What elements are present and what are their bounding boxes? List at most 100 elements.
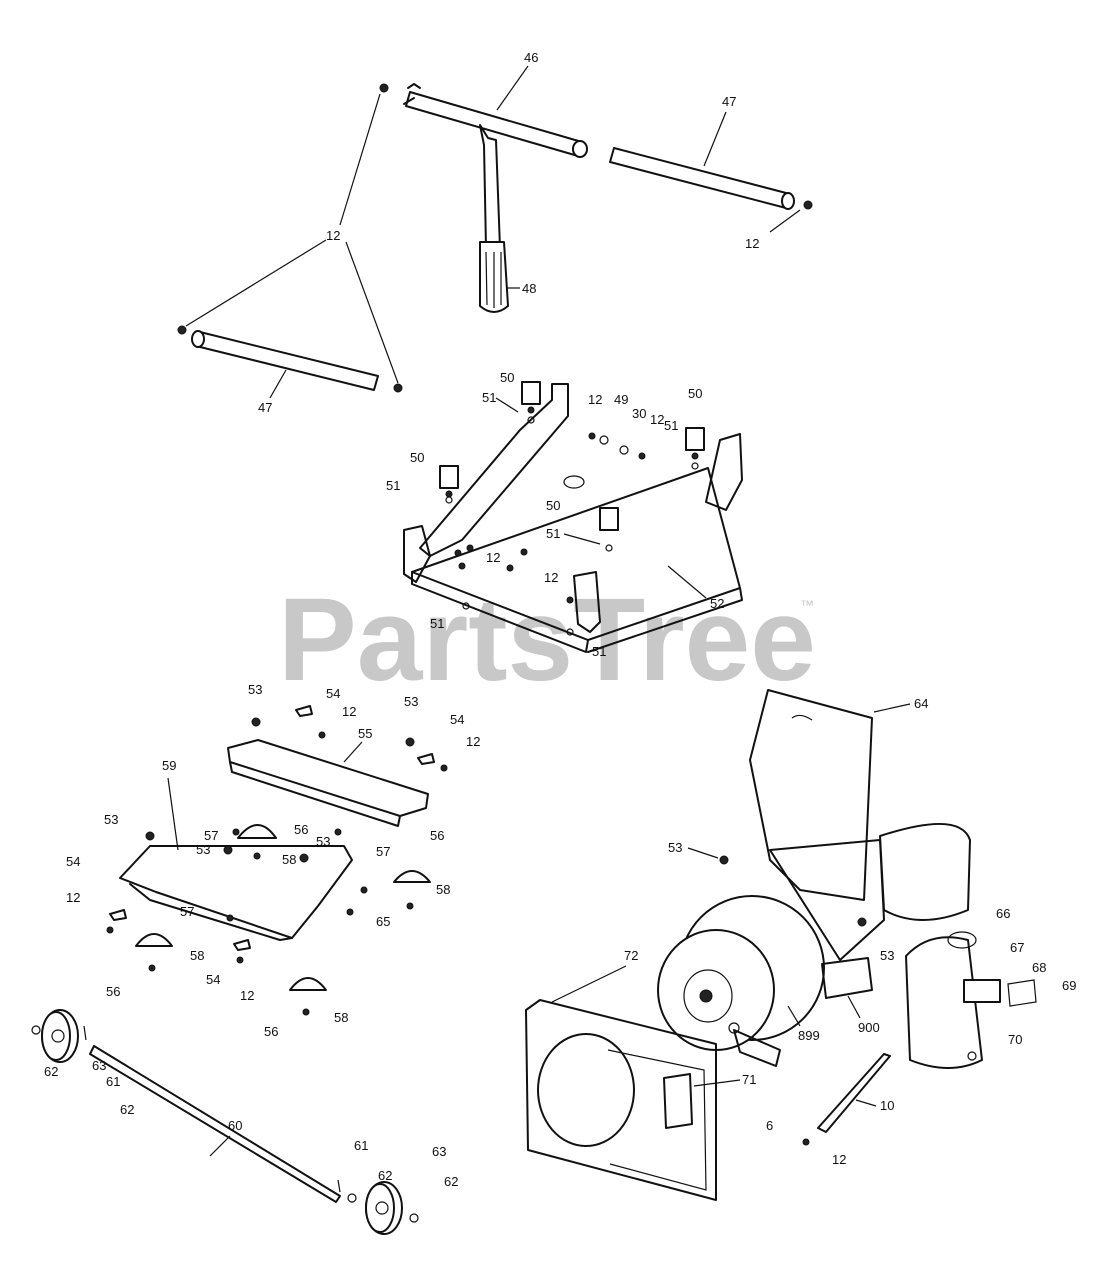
callout-12[interactable]: 12 bbox=[745, 236, 759, 251]
callout-12[interactable]: 12 bbox=[66, 890, 80, 905]
screw-icon[interactable] bbox=[393, 383, 403, 393]
callout-51[interactable]: 51 bbox=[430, 616, 444, 631]
isolator-icon[interactable] bbox=[393, 870, 431, 910]
callout-12[interactable]: 12 bbox=[486, 550, 500, 565]
callout-50[interactable]: 50 bbox=[410, 450, 424, 465]
callout-61[interactable]: 61 bbox=[354, 1138, 368, 1153]
callout-51[interactable]: 51 bbox=[386, 478, 400, 493]
callout-54[interactable]: 54 bbox=[66, 854, 80, 869]
rubber-foot-icon[interactable] bbox=[685, 427, 705, 460]
rubber-foot-icon[interactable] bbox=[599, 507, 619, 531]
callout-12[interactable]: 12 bbox=[832, 1152, 846, 1167]
rod-10[interactable] bbox=[817, 1053, 891, 1133]
handle-t-bar[interactable] bbox=[403, 83, 588, 249]
heat-shield[interactable] bbox=[749, 689, 873, 901]
mount-bracket-900[interactable] bbox=[821, 957, 873, 999]
control-box-71[interactable] bbox=[663, 1073, 693, 1129]
callout-62[interactable]: 62 bbox=[378, 1168, 392, 1183]
clip-icon[interactable] bbox=[233, 939, 251, 951]
mounting-rail-upper[interactable] bbox=[227, 739, 429, 827]
handle-tube-left[interactable] bbox=[191, 330, 379, 391]
callout-53[interactable]: 53 bbox=[404, 694, 418, 709]
isolator-icon[interactable] bbox=[289, 977, 327, 1016]
callout-50[interactable]: 50 bbox=[500, 370, 514, 385]
callout-57[interactable]: 57 bbox=[180, 904, 194, 919]
callout-54[interactable]: 54 bbox=[326, 686, 340, 701]
screw-icon[interactable] bbox=[177, 325, 187, 335]
callout-53[interactable]: 53 bbox=[668, 840, 682, 855]
callout-58[interactable]: 58 bbox=[334, 1010, 348, 1025]
callout-57[interactable]: 57 bbox=[204, 828, 218, 843]
callout-12[interactable]: 12 bbox=[588, 392, 602, 407]
callout-69[interactable]: 69 bbox=[1062, 978, 1076, 993]
callout-12[interactable]: 12 bbox=[326, 228, 340, 243]
callout-62[interactable]: 62 bbox=[120, 1102, 134, 1117]
handle-grip[interactable] bbox=[479, 241, 509, 313]
callout-58[interactable]: 58 bbox=[282, 852, 296, 867]
clip-icon[interactable] bbox=[417, 753, 435, 765]
wheel-left[interactable] bbox=[41, 1009, 79, 1063]
engine-block[interactable] bbox=[769, 822, 971, 961]
clip-icon[interactable] bbox=[295, 705, 313, 717]
callout-59[interactable]: 59 bbox=[162, 758, 176, 773]
callout-67[interactable]: 67 bbox=[1010, 940, 1024, 955]
callout-900[interactable]: 900 bbox=[858, 1020, 880, 1035]
callout-56[interactable]: 56 bbox=[106, 984, 120, 999]
callout-30[interactable]: 30 bbox=[632, 406, 646, 421]
callout-54[interactable]: 54 bbox=[450, 712, 464, 727]
callout-62[interactable]: 62 bbox=[444, 1174, 458, 1189]
callout-46[interactable]: 46 bbox=[524, 50, 538, 65]
callout-61[interactable]: 61 bbox=[106, 1074, 120, 1089]
rear-panel[interactable] bbox=[525, 999, 717, 1201]
callout-63[interactable]: 63 bbox=[92, 1058, 106, 1073]
wheel-right[interactable] bbox=[365, 1181, 403, 1235]
callout-53[interactable]: 53 bbox=[248, 682, 262, 697]
alternator-housing[interactable] bbox=[657, 895, 825, 1067]
callout-63[interactable]: 63 bbox=[432, 1144, 446, 1159]
clip-icon[interactable] bbox=[109, 909, 127, 921]
callout-58[interactable]: 58 bbox=[436, 882, 450, 897]
callout-53[interactable]: 53 bbox=[104, 812, 118, 827]
callout-51[interactable]: 51 bbox=[546, 526, 560, 541]
callout-50[interactable]: 50 bbox=[688, 386, 702, 401]
callout-51[interactable]: 51 bbox=[482, 390, 496, 405]
muffler-guard[interactable] bbox=[905, 931, 983, 1069]
washer-icon[interactable] bbox=[599, 435, 609, 445]
callout-47[interactable]: 47 bbox=[722, 94, 736, 109]
callout-71[interactable]: 71 bbox=[742, 1072, 756, 1087]
callout-12[interactable]: 12 bbox=[342, 704, 356, 719]
callout-57[interactable]: 57 bbox=[376, 844, 390, 859]
callout-62[interactable]: 62 bbox=[44, 1064, 58, 1079]
callout-70[interactable]: 70 bbox=[1008, 1032, 1022, 1047]
callout-12[interactable]: 12 bbox=[544, 570, 558, 585]
callout-899[interactable]: 899 bbox=[798, 1028, 820, 1043]
callout-50[interactable]: 50 bbox=[546, 498, 560, 513]
callout-72[interactable]: 72 bbox=[624, 948, 638, 963]
exhaust-tip[interactable] bbox=[963, 979, 1037, 1007]
callout-56[interactable]: 56 bbox=[430, 828, 444, 843]
nut-icon[interactable] bbox=[619, 445, 629, 455]
callout-49[interactable]: 49 bbox=[614, 392, 628, 407]
handle-tube-right[interactable] bbox=[609, 147, 795, 210]
callout-55[interactable]: 55 bbox=[358, 726, 372, 741]
axle[interactable] bbox=[89, 1045, 341, 1203]
callout-56[interactable]: 56 bbox=[294, 822, 308, 837]
rubber-foot-icon[interactable] bbox=[439, 465, 459, 498]
callout-60[interactable]: 60 bbox=[228, 1118, 242, 1133]
isolator-icon[interactable] bbox=[237, 824, 277, 860]
callout-66[interactable]: 66 bbox=[996, 906, 1010, 921]
callout-51[interactable]: 51 bbox=[664, 418, 678, 433]
callout-65[interactable]: 65 bbox=[376, 914, 390, 929]
callout-53[interactable]: 53 bbox=[880, 948, 894, 963]
callout-52[interactable]: 52 bbox=[710, 596, 724, 611]
callout-51[interactable]: 51 bbox=[592, 644, 606, 659]
rubber-foot-icon[interactable] bbox=[521, 381, 541, 414]
mounting-rail-lower[interactable] bbox=[119, 845, 353, 941]
callout-56[interactable]: 56 bbox=[264, 1024, 278, 1039]
callout-53[interactable]: 53 bbox=[316, 834, 330, 849]
callout-12[interactable]: 12 bbox=[650, 412, 664, 427]
callout-10[interactable]: 10 bbox=[880, 1098, 894, 1113]
callout-48[interactable]: 48 bbox=[522, 281, 536, 296]
callout-58[interactable]: 58 bbox=[190, 948, 204, 963]
callout-47[interactable]: 47 bbox=[258, 400, 272, 415]
